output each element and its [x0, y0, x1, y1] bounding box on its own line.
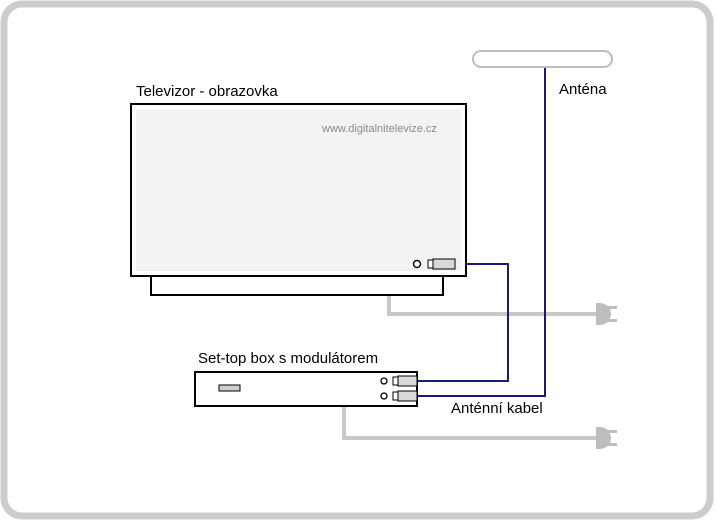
tv-power-plug-icon	[596, 303, 617, 325]
stb-indicator-top	[380, 377, 388, 385]
stb-indicator-bottom	[380, 392, 388, 400]
cable-label: Anténní kabel	[451, 400, 543, 417]
tv-screen	[136, 109, 461, 271]
tv-indicator-dot	[412, 259, 422, 269]
tv-label: Televizor - obrazovka	[136, 83, 278, 100]
stb-rf-out-connector-icon	[392, 375, 418, 387]
stb-card-slot-icon	[218, 384, 241, 392]
coax-antenna-to-stb	[417, 66, 546, 397]
stb-label: Set-top box s modulátorem	[198, 350, 378, 367]
antenna-icon	[472, 50, 613, 68]
antenna-label: Anténa	[559, 81, 607, 98]
tv-antenna-connector-icon	[427, 258, 456, 270]
tv-stand	[150, 275, 444, 296]
watermark-url: www.digitalnitelevize.cz	[321, 123, 437, 135]
stb-antenna-in-connector-icon	[392, 390, 418, 402]
coax-tv-to-stb	[417, 263, 509, 382]
stb-power-plug-icon	[596, 427, 617, 449]
